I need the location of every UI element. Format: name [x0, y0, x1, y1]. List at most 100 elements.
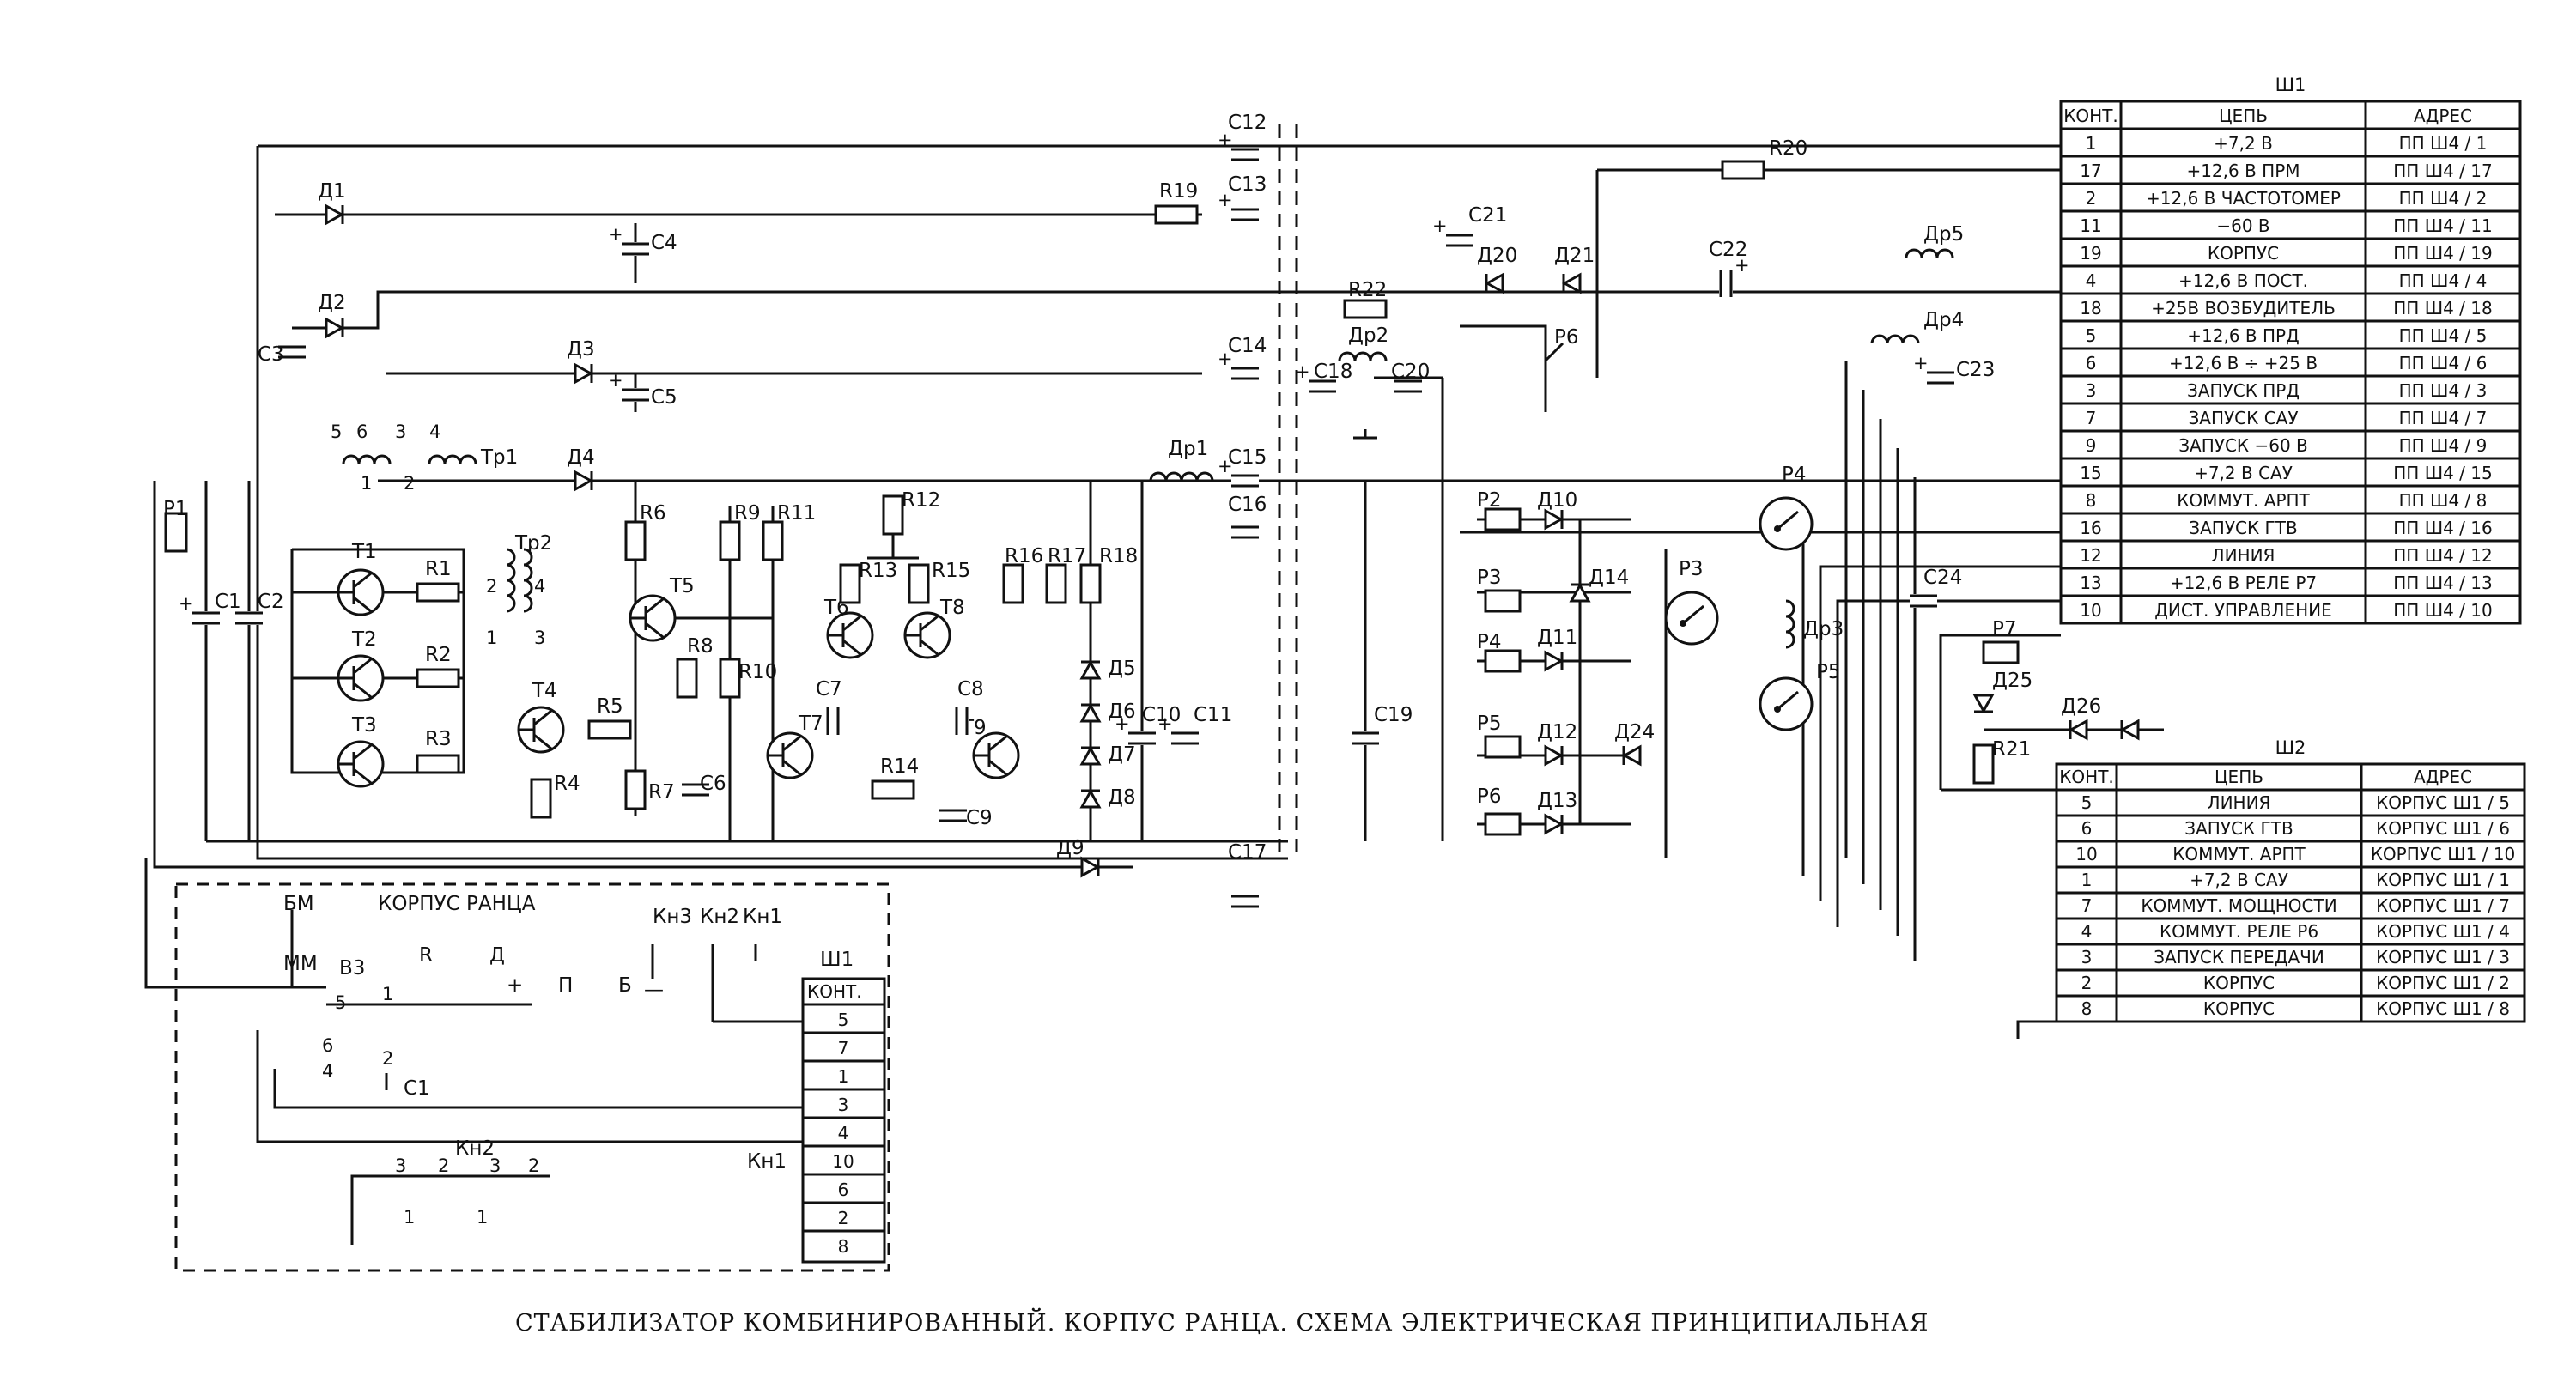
diode-label: Д4	[567, 446, 595, 469]
diode-Д24	[1621, 744, 1642, 767]
capacitor-gap	[1231, 148, 1259, 161]
table-cell: ПП Ш4 / 19	[2393, 243, 2492, 264]
box-mm-label: ММ	[283, 953, 318, 975]
table-cell: ЗАПУСК ГТВ	[2189, 518, 2297, 538]
table-cell: +7,2 В САУ	[2194, 463, 2293, 483]
transformer-pin-label: 5	[331, 422, 342, 442]
table-cell: КОММУТ. РЕЛЕ Р6	[2160, 921, 2318, 942]
transformer-label: Тр1	[480, 446, 518, 469]
table-cell: 7	[2086, 408, 2097, 428]
polarity-mark: +	[1218, 456, 1233, 476]
resistor-label: R7	[648, 781, 675, 804]
table-cell: 8	[2086, 490, 2097, 511]
capacitor-gap	[1394, 379, 1422, 393]
table-header-cell: КОНТ.	[2063, 106, 2118, 126]
table-cell: 6	[2081, 818, 2093, 839]
table-cell: ПП Ш4 / 7	[2399, 408, 2488, 428]
wire	[988, 735, 1007, 752]
box-b-label: Б	[618, 974, 632, 997]
table-header-cell: ЦЕПЬ	[2219, 106, 2268, 126]
box-connector-contact: 10	[832, 1151, 854, 1172]
table-cell: 15	[2080, 463, 2101, 483]
polarity-mark: +	[1913, 353, 1929, 373]
capacitor-label: C5	[651, 386, 677, 409]
choke-label: Др2	[1348, 324, 1388, 347]
table-cell: 9	[2086, 435, 2097, 456]
transformer-pin-label: 6	[356, 422, 368, 442]
capacitor-gap	[955, 707, 969, 735]
kn2-pin-label: 1	[404, 1207, 415, 1228]
wire	[645, 597, 664, 615]
relay-label: P6	[1554, 326, 1579, 349]
table-cell: 4	[2081, 921, 2093, 942]
polarity-mark: +	[1157, 713, 1173, 734]
capacitor-label: C1	[215, 591, 241, 613]
box-border	[174, 882, 890, 1272]
capacitor-label: C10	[1142, 704, 1181, 726]
resistor-R19	[1154, 204, 1199, 225]
diode-Д3	[574, 362, 594, 385]
choke-	[506, 548, 516, 613]
wire	[1836, 599, 2061, 927]
table-cell: ЗАПУСК ПЕРЕДАЧИ	[2154, 947, 2324, 967]
resistor-label: R20	[1769, 137, 1807, 160]
wire	[153, 481, 1133, 869]
capacitor-label: C9	[966, 807, 993, 829]
table-cell: 17	[2080, 161, 2101, 181]
wire	[533, 709, 552, 726]
wire	[353, 682, 372, 699]
capacitor-gap	[1910, 594, 1937, 608]
wire	[1460, 324, 1547, 412]
relay-label: P7	[1992, 618, 2017, 640]
capacitor-label: C18	[1314, 361, 1352, 383]
kn2-pin-label: 2	[438, 1155, 449, 1176]
capacitor-label: C7	[816, 678, 842, 701]
table-cell: +12,6 В ПРМ	[2186, 161, 2300, 181]
choke-label: Др3	[1803, 618, 1844, 640]
relay-label: P5	[1816, 661, 1841, 683]
resistor-label: R8	[687, 635, 714, 658]
wire	[842, 615, 861, 632]
capacitor-gap	[826, 707, 840, 735]
table-cell: 10	[2080, 600, 2101, 621]
choke-label: Др5	[1923, 223, 1964, 246]
resistor-label: R6	[640, 502, 666, 525]
diode-Д2	[325, 317, 345, 339]
box-connector-header: КОНТ.	[807, 981, 862, 1002]
box-pin-label: 2	[382, 1048, 393, 1069]
box-connector-contact: 4	[838, 1123, 849, 1143]
diode-label: Д24	[1614, 721, 1655, 743]
resistor-R15	[908, 563, 930, 604]
resistor-label: R22	[1348, 279, 1387, 301]
wire	[353, 658, 372, 675]
diode-label: Д2	[318, 292, 346, 314]
resistor-R9	[719, 520, 741, 561]
relay-P5	[1759, 676, 1814, 731]
relay-label: P4	[1477, 631, 1502, 653]
box-pin-label: 5	[335, 992, 346, 1013]
relay-coil-P7	[1982, 640, 2020, 664]
capacitor-gap	[939, 809, 967, 822]
table-cell: КОРПУС Ш1 / 10	[2371, 844, 2516, 864]
table-cell: 3	[2086, 380, 2097, 401]
resistor-R4	[530, 778, 552, 819]
resistor-R22	[1343, 299, 1388, 319]
diode-Д10	[1544, 508, 1564, 531]
table-cell: 16	[2080, 518, 2101, 538]
table-cell: ПП Ш4 / 1	[2399, 133, 2488, 154]
capacitor-label: C16	[1228, 494, 1267, 516]
transformer-pin-label: 3	[534, 628, 545, 648]
relay-coil-P5	[1484, 735, 1522, 759]
resistor-label: R11	[777, 502, 816, 525]
table-cell: 3	[2081, 947, 2093, 967]
wire	[256, 146, 1288, 860]
table-cell: ПП Ш4 / 17	[2393, 161, 2492, 181]
table-cell: ПП Ш4 / 6	[2399, 353, 2488, 373]
table-cell: КОРПУС Ш1 / 8	[2376, 998, 2510, 1019]
table-cell: КОРПУС Ш1 / 7	[2376, 895, 2510, 916]
resistor-R20	[1721, 160, 1765, 180]
box-connector	[801, 977, 886, 1264]
polarity-mark: +	[608, 370, 623, 391]
capacitor-gap	[1231, 895, 1259, 908]
